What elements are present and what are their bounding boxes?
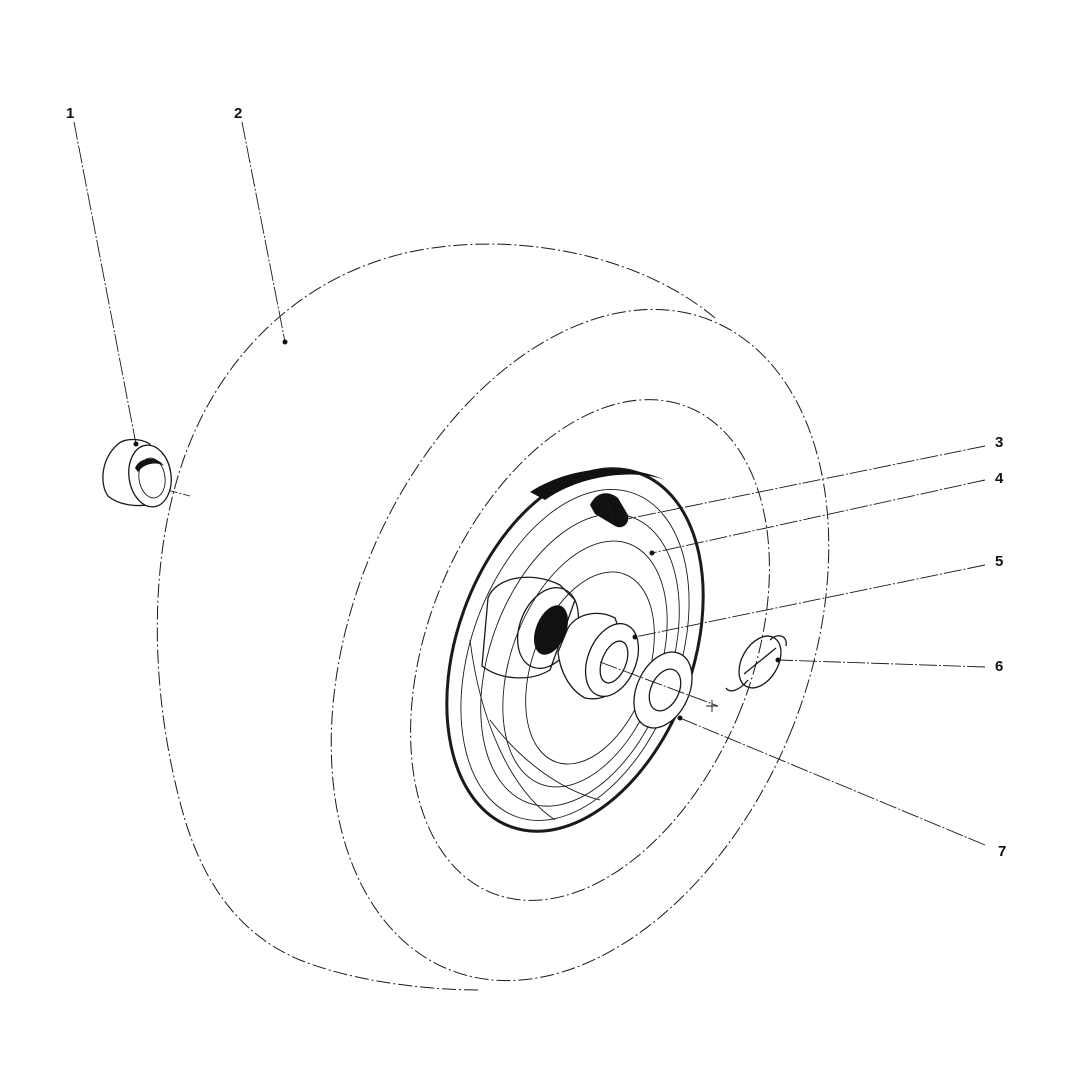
clip-bar	[743, 647, 777, 675]
spacer-bore	[599, 640, 629, 684]
leader-4	[651, 479, 986, 554]
valve-stem-cap	[603, 497, 615, 521]
hub-boss-bore	[534, 605, 568, 655]
bushing-bore	[138, 457, 166, 499]
leader-dot-7	[677, 715, 683, 721]
callout-2: 2	[234, 105, 242, 122]
callout-6: 6	[995, 658, 1003, 675]
axle-centerline	[159, 487, 719, 707]
callout-4: 4	[995, 470, 1004, 487]
bearing-bushing	[102, 438, 172, 508]
leader-3	[621, 445, 986, 521]
leader-dots	[133, 339, 781, 721]
leader-6	[777, 659, 986, 668]
clip-loop	[738, 635, 782, 689]
clip-hook	[769, 635, 787, 647]
leader-dot-4	[649, 550, 655, 556]
leader-lines	[73, 121, 986, 846]
leader-2	[241, 121, 286, 343]
leader-dot-6	[775, 657, 781, 663]
washer-inner	[648, 668, 682, 712]
tire-front-outer-edge	[330, 308, 830, 982]
flat-washer	[633, 651, 693, 729]
rim-dish-arc-2	[489, 719, 601, 801]
spacer-face	[584, 622, 640, 698]
leader-dot-3	[619, 517, 625, 523]
spacer-bushing	[557, 612, 640, 700]
leader-dot-1	[133, 441, 139, 447]
callout-1: 1	[66, 105, 74, 122]
hairpin-clip	[725, 635, 787, 692]
valve-stem	[590, 493, 629, 528]
leader-5	[634, 564, 986, 638]
leader-dot-2	[282, 339, 288, 345]
rim-dish-arc	[469, 639, 556, 821]
leader-7	[679, 717, 986, 846]
rim-lip-shadow	[530, 468, 665, 500]
tire	[156, 243, 830, 991]
axle-center-mark	[706, 700, 718, 712]
callout-3: 3	[995, 434, 1003, 451]
callout-7: 7	[998, 843, 1006, 860]
tire-back-outline	[156, 243, 716, 991]
bushing-bore-shadow	[135, 458, 164, 472]
clip-leg	[725, 679, 749, 692]
bushing-face	[128, 444, 172, 508]
washer-outer	[633, 651, 693, 729]
tire-sidewall-inner	[410, 399, 770, 901]
leader-dot-5	[632, 634, 638, 640]
leader-1	[73, 121, 137, 445]
callout-labels: 1 2 3 4 5 6 7	[66, 105, 1006, 860]
callout-5: 5	[995, 553, 1003, 570]
